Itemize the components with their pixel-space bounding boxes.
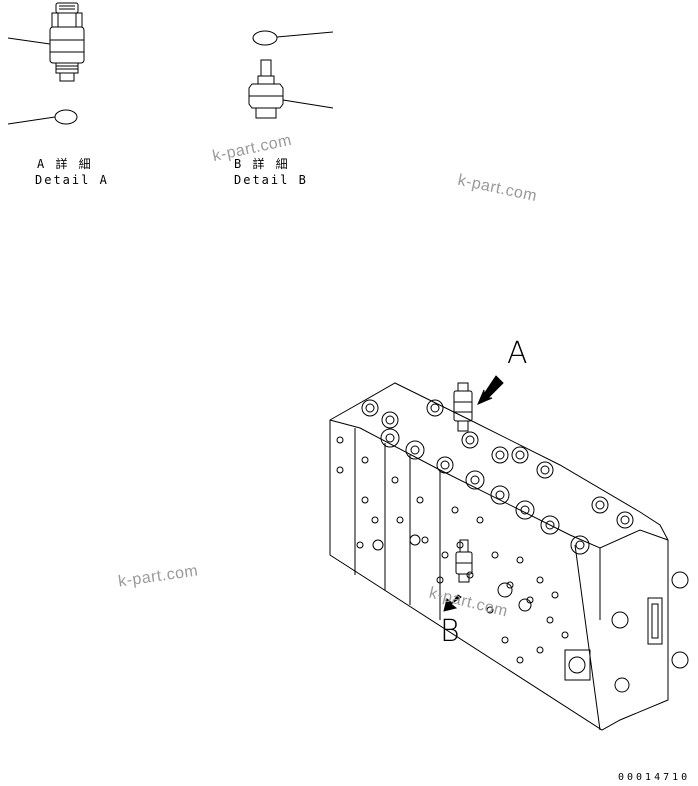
detail-b-label-jp: B 詳 細 (234, 157, 290, 171)
callout-letter-a: A (507, 336, 528, 371)
mounted-valve-a (453, 382, 473, 432)
detail-a-valve (7, 2, 85, 82)
detail-b-o-ring (252, 30, 334, 46)
callout-arrow-a (477, 375, 504, 405)
detail-a-label-en: Detail A (35, 173, 109, 187)
detail-a-label-jp: A 詳 細 (37, 157, 93, 171)
callout-arrow-b (443, 594, 462, 612)
detail-a-o-ring (7, 109, 78, 125)
drawing-number: 00014710 (618, 772, 691, 783)
detail-b-label-en: Detail B (234, 173, 308, 187)
callout-letter-b: B (440, 614, 460, 649)
mounted-valve-b (455, 539, 473, 583)
detail-b-valve (248, 59, 334, 119)
control-valve-body (329, 382, 689, 731)
